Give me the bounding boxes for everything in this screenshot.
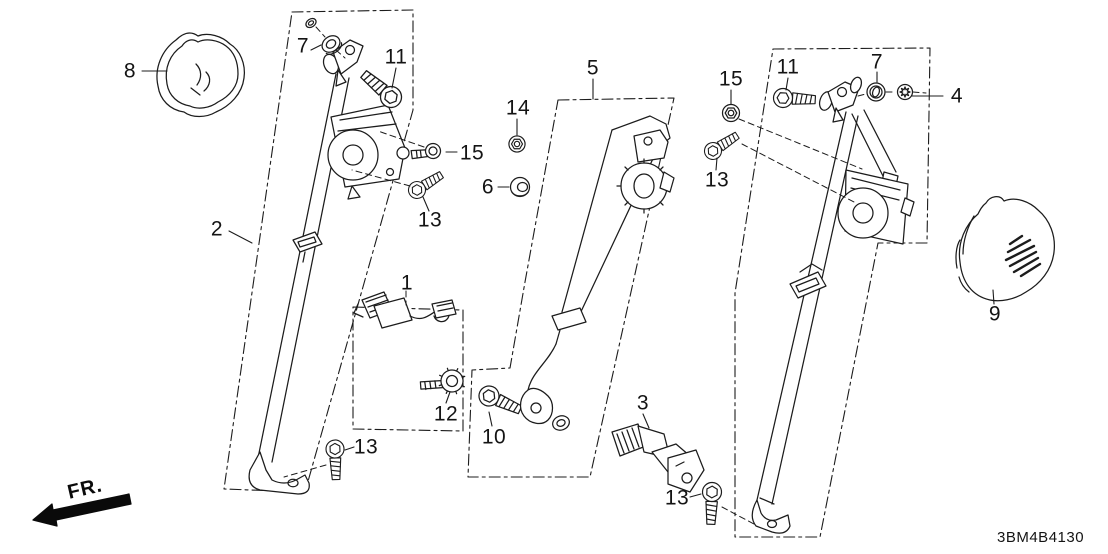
callout-8: 8: [123, 59, 137, 83]
callout-11-left: 11: [384, 45, 408, 69]
part-13-right-bolt: [700, 127, 743, 164]
part-15-right-nut: [721, 103, 741, 123]
leader-lines: [141, 44, 995, 498]
callout-7-left: 7: [296, 34, 310, 58]
part-10-bolt: [475, 382, 525, 420]
dashed-leader-lines: [283, 26, 927, 525]
part-7-left-washers: [305, 17, 343, 55]
part-13-left-upper-bolt: [404, 166, 447, 203]
box-part-2: [223, 9, 414, 493]
part-11-right-bolt: [772, 87, 817, 110]
callout-15-left: 15: [459, 141, 485, 165]
box-part-4: [734, 47, 931, 538]
callout-5: 5: [586, 56, 600, 80]
part-5-seat-belt-assembly: [519, 115, 675, 431]
part-2-seat-belt-assembly: [248, 39, 410, 495]
part-12-screw: [419, 367, 466, 395]
callout-14: 14: [505, 96, 531, 120]
callout-3: 3: [636, 391, 650, 415]
part-11-left-bolt: [356, 65, 407, 113]
part-7-right-washers: [866, 82, 914, 102]
box-part-5: [467, 97, 675, 478]
callout-15-right: 15: [718, 67, 744, 91]
callout-1: 1: [400, 271, 414, 295]
box-part-1: [352, 306, 464, 432]
diagram-part-code: 3BM4B4130: [997, 529, 1085, 546]
callout-13-left-lower: 13: [353, 435, 379, 459]
callout-13-bottom-center: 13: [664, 486, 690, 510]
fr-direction-arrow: [32, 493, 132, 527]
group-boxes: [223, 9, 931, 538]
part-1-buckle-harness: [353, 291, 457, 329]
part-15-left-screw: [410, 142, 442, 160]
callout-4: 4: [950, 84, 964, 108]
callout-13-left-upper: 13: [417, 208, 443, 232]
part-3-buckle: [611, 423, 705, 493]
callout-6: 6: [481, 175, 495, 199]
callout-7-right: 7: [870, 50, 884, 74]
callout-11-right: 11: [776, 55, 800, 79]
part-9-cover: [955, 196, 1056, 302]
callout-2: 2: [210, 217, 224, 241]
part-6-nut: [509, 176, 531, 198]
part-8-cover: [156, 32, 246, 118]
part-13-left-lower-bolt: [325, 439, 346, 481]
callout-12: 12: [433, 402, 459, 426]
callout-10: 10: [481, 425, 507, 449]
callout-9: 9: [988, 302, 1002, 326]
part-4-seat-belt-assembly: [751, 76, 915, 534]
part-13-bottom-center-bolt: [700, 481, 723, 526]
callout-13-right: 13: [704, 168, 730, 192]
part-14-nut: [508, 135, 526, 153]
